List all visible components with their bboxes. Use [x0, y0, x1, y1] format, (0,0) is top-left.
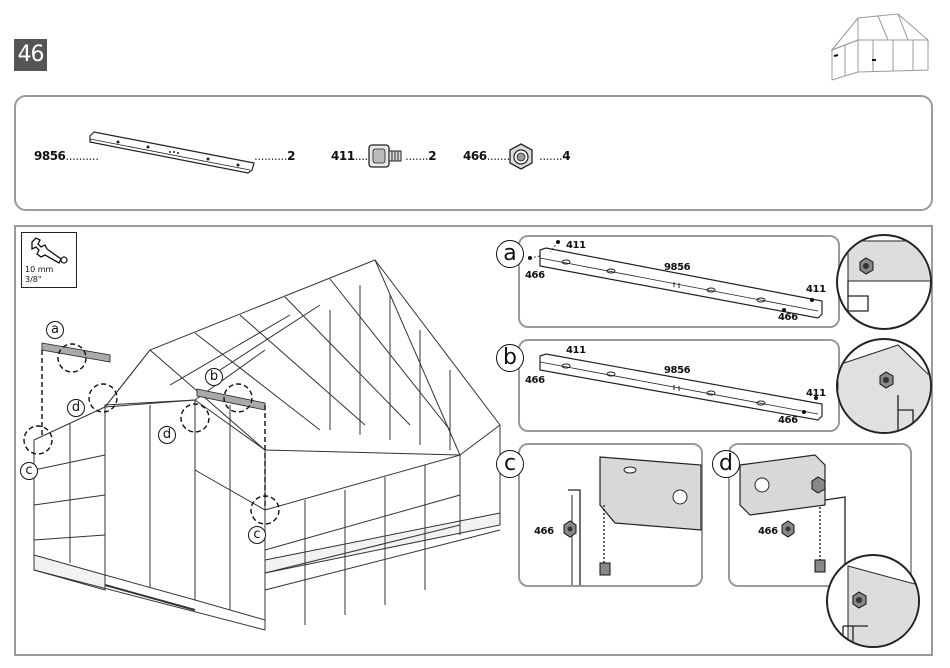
step-c-detail-illustration	[520, 445, 701, 585]
step-b-detail-zoom	[836, 338, 932, 434]
step-a-nut-right: 466	[778, 312, 798, 323]
callout-d-right: d	[158, 426, 176, 444]
step-a-nut-left: 466	[525, 270, 545, 281]
step-d-nut: 466	[758, 526, 778, 537]
callout-c-left: c	[20, 462, 38, 480]
step-b-bolt-right: 411	[806, 388, 826, 399]
step-b-part: 9856	[664, 365, 690, 376]
part-code-466: 466.......	[463, 149, 510, 163]
step-a-beam-illustration	[536, 246, 828, 320]
step-a-bolt-right: 411	[806, 284, 826, 295]
callout-a: a	[46, 321, 64, 339]
step-c-nut: 466	[534, 526, 554, 537]
bolt-detail-icon	[838, 236, 932, 330]
part-qty-411: .......2	[405, 149, 436, 163]
step-b-beam-illustration	[536, 352, 828, 424]
page-number: 46	[14, 39, 47, 71]
callout-b: b	[205, 368, 223, 386]
step-b-nut-left: 466	[525, 375, 545, 386]
greenhouse-assembly-illustration	[20, 255, 510, 650]
step-a-part: 9856	[664, 262, 690, 273]
step-b-bolt-top: 411	[566, 345, 586, 356]
part-qty-9856: ..........2	[254, 149, 295, 163]
callout-d-left: d	[67, 399, 85, 417]
step-a-bolt-top: 411	[566, 240, 586, 251]
part-qty-466: .......4	[539, 149, 570, 163]
beam-9856-illustration	[88, 130, 258, 180]
step-a-label: a	[496, 240, 524, 268]
step-b-nut-right: 466	[778, 415, 798, 426]
bolt-detail-icon	[828, 556, 920, 648]
bolt-detail-icon	[838, 340, 932, 434]
nut-466-icon	[506, 142, 536, 172]
step-b-label: b	[496, 344, 524, 372]
callout-c-right: c	[248, 526, 266, 544]
greenhouse-thumbnail-icon	[828, 10, 936, 82]
step-d-detail-zoom	[826, 554, 920, 648]
step-a-detail-zoom	[836, 234, 932, 330]
bolt-411-icon	[367, 142, 405, 172]
